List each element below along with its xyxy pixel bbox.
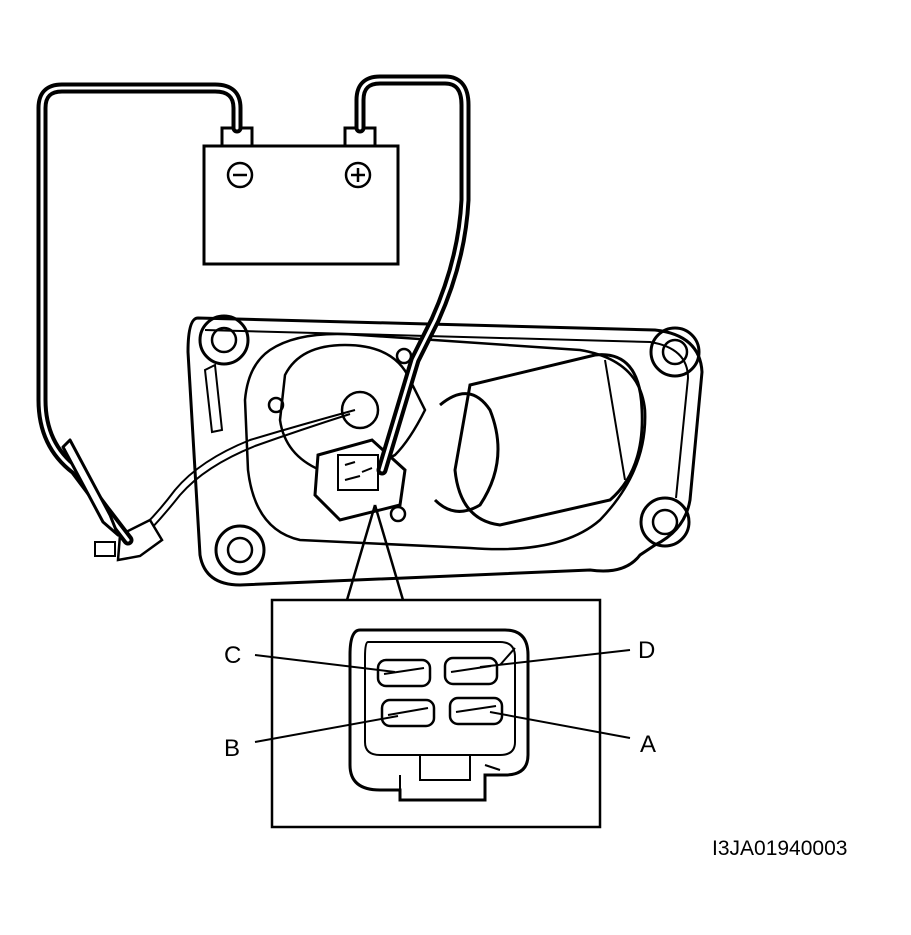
negative-terminal-icon bbox=[226, 161, 254, 189]
terminal-label-a: A bbox=[640, 731, 656, 758]
figure-code: I3JA01940003 bbox=[712, 837, 847, 860]
leader-d bbox=[479, 649, 631, 668]
mounting-plate bbox=[186, 316, 704, 587]
terminal-label-d: D bbox=[638, 637, 655, 664]
mounting-bushing-top-left bbox=[198, 314, 250, 366]
leader-c bbox=[254, 654, 396, 673]
mounting-bushing-top-right bbox=[649, 326, 701, 378]
connector-callout bbox=[254, 504, 631, 829]
ground-wire bbox=[144, 409, 356, 526]
terminal-slot-a bbox=[448, 696, 504, 726]
gear-housing bbox=[278, 343, 427, 473]
callout-leader-left bbox=[345, 504, 377, 601]
connector-detail-box bbox=[270, 598, 602, 829]
wiper-motor-assembly bbox=[94, 314, 704, 587]
motor-recess bbox=[243, 332, 647, 551]
leader-a bbox=[489, 711, 631, 739]
leader-b bbox=[254, 715, 399, 743]
positive-terminal-icon bbox=[344, 161, 372, 189]
battery bbox=[202, 126, 400, 266]
mounting-bushing-bottom-right bbox=[639, 496, 691, 548]
mounting-bushing-bottom-left bbox=[214, 524, 266, 576]
callout-leader-right bbox=[373, 504, 405, 601]
negative-probe bbox=[61, 438, 120, 537]
connector-face bbox=[348, 628, 530, 802]
test-leads bbox=[36, 74, 471, 546]
output-shaft bbox=[340, 390, 380, 430]
terminal-slot-c bbox=[376, 658, 432, 688]
terminal-label-c: C bbox=[224, 642, 241, 669]
terminal-label-b: B bbox=[224, 735, 240, 762]
terminal-slot-b bbox=[380, 698, 436, 728]
ground-terminal bbox=[116, 518, 164, 562]
motor-housing bbox=[453, 353, 644, 527]
